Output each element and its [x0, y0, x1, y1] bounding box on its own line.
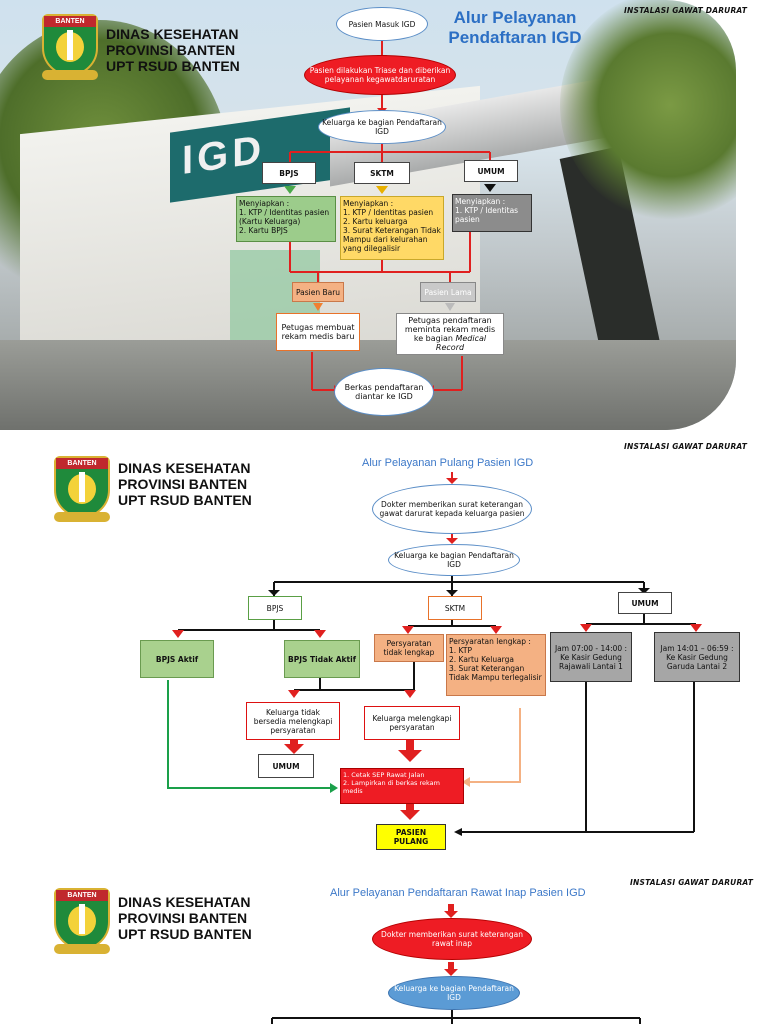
node-bpjs-aktif: BPJS Aktif	[140, 640, 214, 678]
node-umum-2: UMUM	[258, 754, 314, 778]
node-umum: UMUM	[618, 592, 672, 614]
node-petugas-rm-baru: Petugas membuat rekam medis baru	[276, 313, 360, 351]
node-keluarga-pendaftaran: Keluarga ke bagian Pendaftaran IGD	[318, 110, 446, 144]
node-persyaratan-tidak-lengkap: Persyaratan tidak lengkap	[374, 634, 444, 662]
node-bpjs: BPJS	[248, 596, 302, 620]
node-melengkapi: Keluarga melengkapi persyaratan	[364, 706, 460, 740]
page-title: Alur Pelayanan Pendaftaran Rawat Inap Pa…	[330, 887, 586, 899]
node-kasir-rajawali: Jam 07:00 - 14:00 : Ke Kasir Gedung Raja…	[550, 632, 632, 682]
node-keluarga-pendaftaran: Keluarga ke bagian Pendaftaran IGD	[388, 544, 520, 576]
logo-banten: BANTEN	[54, 888, 110, 958]
node-dokter-surat: Dokter memberikan surat keterangan gawat…	[372, 484, 532, 534]
node-triase: Pasien dilakukan Triase dan diberikan pe…	[304, 55, 456, 95]
logo-banten: BANTEN	[42, 14, 98, 84]
node-petugas-rm-lama: Petugas pendaftaran meminta rekam medis …	[396, 313, 504, 355]
node-dokter-rawat-inap: Dokter memberikan surat keterangan rawat…	[372, 918, 532, 960]
node-keluarga-pendaftaran: Keluarga ke bagian Pendaftaran IGD	[388, 976, 520, 1010]
node-berkas-diantar: Berkas pendaftaran diantar ke IGD	[334, 368, 434, 416]
node-bpjs: BPJS	[262, 162, 316, 184]
instalasi-label: INSTALASI GAWAT DARURAT	[624, 6, 748, 15]
section-rawat-inap: INSTALASI GAWAT DARURAT BANTEN DINAS KES…	[0, 866, 768, 1024]
node-umum: UMUM	[464, 160, 518, 182]
node-pasien-pulang: PASIEN PULANG	[376, 824, 446, 850]
node-persyaratan-lengkap: Persyaratan lengkap : 1. KTP 2. Kartu Ke…	[446, 634, 546, 696]
node-cetak-sep: 1. Cetak SEP Rawat Jalan 2. Lampirkan di…	[340, 768, 464, 804]
flow-connectors	[271, 904, 641, 1024]
logo-banten: BANTEN	[54, 456, 110, 526]
node-bpjs-tidak-aktif: BPJS Tidak Aktif	[284, 640, 360, 678]
instalasi-label: INSTALASI GAWAT DARURAT	[630, 878, 754, 887]
section-pulang-igd: INSTALASI GAWAT DARURAT BANTEN DINAS KES…	[0, 436, 768, 866]
page-title: Alur Pelayanan Pulang Pasien IGD	[362, 457, 534, 469]
node-pasien-lama: Pasien Lama	[420, 282, 476, 302]
node-tidak-bersedia: Keluarga tidak bersedia melengkapi persy…	[246, 702, 340, 740]
node-sktm: SKTM	[354, 162, 410, 184]
node-pasien-masuk: Pasien Masuk IGD	[336, 7, 428, 41]
node-umum-requirements: Menyiapkan : 1. KTP / Identitas pasien	[452, 194, 532, 232]
node-pasien-baru: Pasien Baru	[292, 282, 344, 302]
node-bpjs-requirements: Menyiapkan : 1. KTP / Identitas pasien (…	[236, 196, 336, 242]
node-kasir-garuda: Jam 14:01 – 06:59 : Ke Kasir Gedung Garu…	[654, 632, 740, 682]
flow-connectors	[167, 472, 702, 836]
node-sktm: SKTM	[428, 596, 482, 620]
node-sktm-requirements: Menyiapkan : 1. KTP / Identitas pasien 2…	[340, 196, 444, 260]
instalasi-label: INSTALASI GAWAT DARURAT	[624, 442, 748, 451]
tree-right	[560, 0, 736, 220]
